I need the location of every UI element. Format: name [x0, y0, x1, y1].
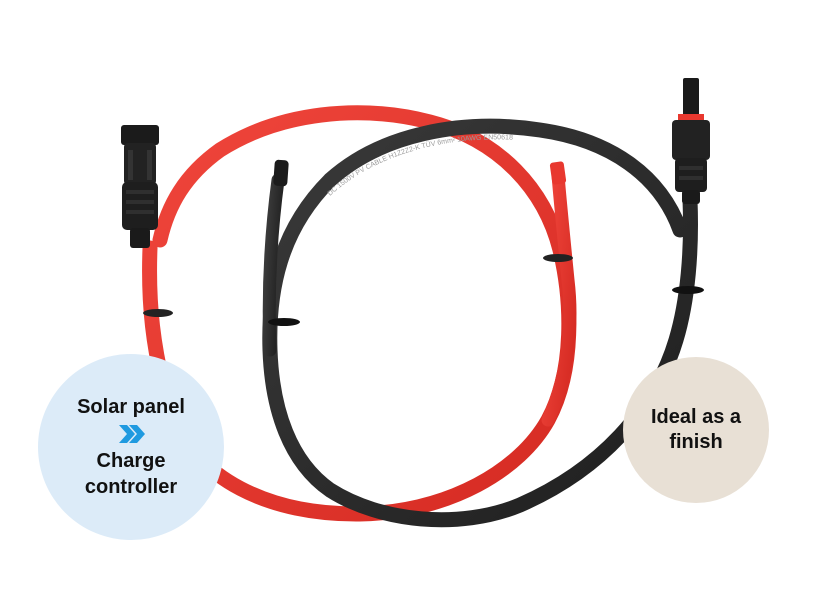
double-chevron-right-icon	[119, 425, 145, 443]
black-cable-tie-1	[268, 318, 300, 326]
badge-right-line-2: finish	[669, 431, 723, 453]
badge-left-line-2: Charge	[96, 450, 166, 472]
red-cable-tie-1	[143, 309, 173, 317]
black-cable-tie-2	[672, 286, 704, 294]
ideal-as-finish-badge: Ideal as a finish	[623, 357, 769, 503]
solar-panel-to-charge-controller-badge: Solar panel Charge controller	[38, 354, 224, 540]
badge-right-line-1: Ideal as a	[650, 406, 742, 428]
black-cable-bare-end	[273, 159, 289, 187]
red-cable-bare-end	[549, 161, 567, 185]
mc4-connector-male	[672, 78, 710, 204]
mc4-connector-female	[121, 125, 159, 248]
badge-left-line-1: Solar panel	[77, 396, 185, 418]
badge-left-line-3: controller	[84, 476, 178, 498]
red-cable-tie-2	[543, 254, 573, 262]
